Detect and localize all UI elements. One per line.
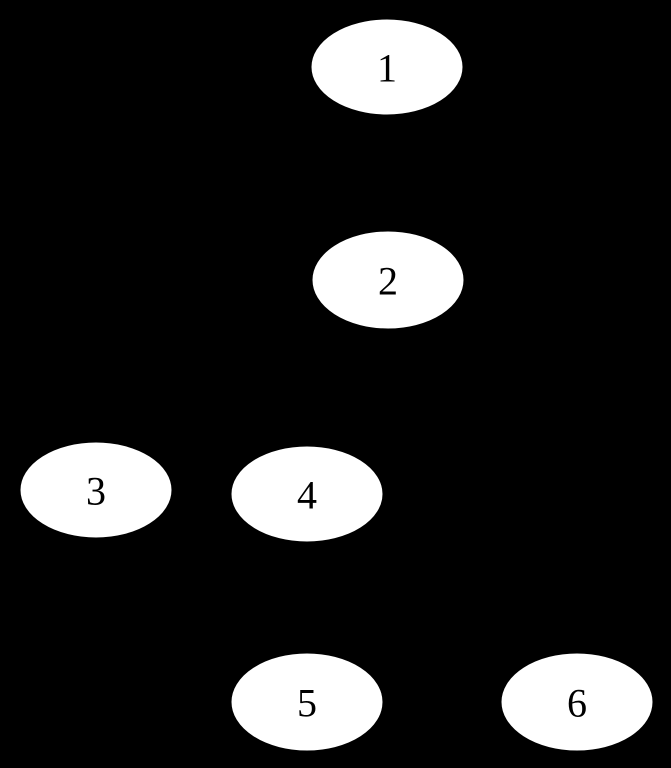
- edge-line: [147, 323, 337, 459]
- graph-node-6[interactable]: 6: [500, 652, 654, 752]
- edge-arrowhead-icon: [382, 218, 394, 233]
- node-label: 1: [377, 46, 397, 91]
- graph-edge-2-to-4: [317, 327, 367, 449]
- node-shape[interactable]: [230, 652, 384, 752]
- node-label: 2: [378, 259, 398, 304]
- graph-edge-2-to-3: [147, 323, 337, 459]
- graph-edge-4-to-5: [301, 541, 313, 655]
- node-shape[interactable]: [311, 230, 465, 330]
- graph-node-2[interactable]: 2: [311, 230, 465, 330]
- graph-edge-4-to-6: [356, 537, 530, 676]
- node-shape[interactable]: [19, 441, 173, 539]
- node-shape[interactable]: [310, 18, 464, 116]
- graph-node-1[interactable]: 1: [310, 18, 464, 116]
- edge-arrowhead-icon: [147, 446, 162, 459]
- graph-node-4[interactable]: 4: [230, 445, 384, 543]
- graph-node-5[interactable]: 5: [230, 652, 384, 752]
- edge-arrowhead-icon: [301, 640, 313, 655]
- node-shape[interactable]: [500, 652, 654, 752]
- edge-line: [386, 114, 389, 232]
- graph-node-3[interactable]: 3: [19, 441, 173, 539]
- node-label: 5: [297, 681, 317, 726]
- graph-edge-1-to-2: [382, 114, 394, 233]
- node-label: 4: [297, 473, 317, 518]
- node-shape[interactable]: [230, 445, 384, 543]
- nodes-layer: 1 2 3 4 5 6: [19, 18, 654, 752]
- edge-line: [356, 537, 530, 676]
- edge-line: [320, 327, 367, 448]
- edge-arrowhead-icon: [317, 433, 329, 449]
- node-label: 3: [86, 469, 106, 514]
- node-label: 6: [567, 681, 587, 726]
- edges-layer: [147, 114, 530, 676]
